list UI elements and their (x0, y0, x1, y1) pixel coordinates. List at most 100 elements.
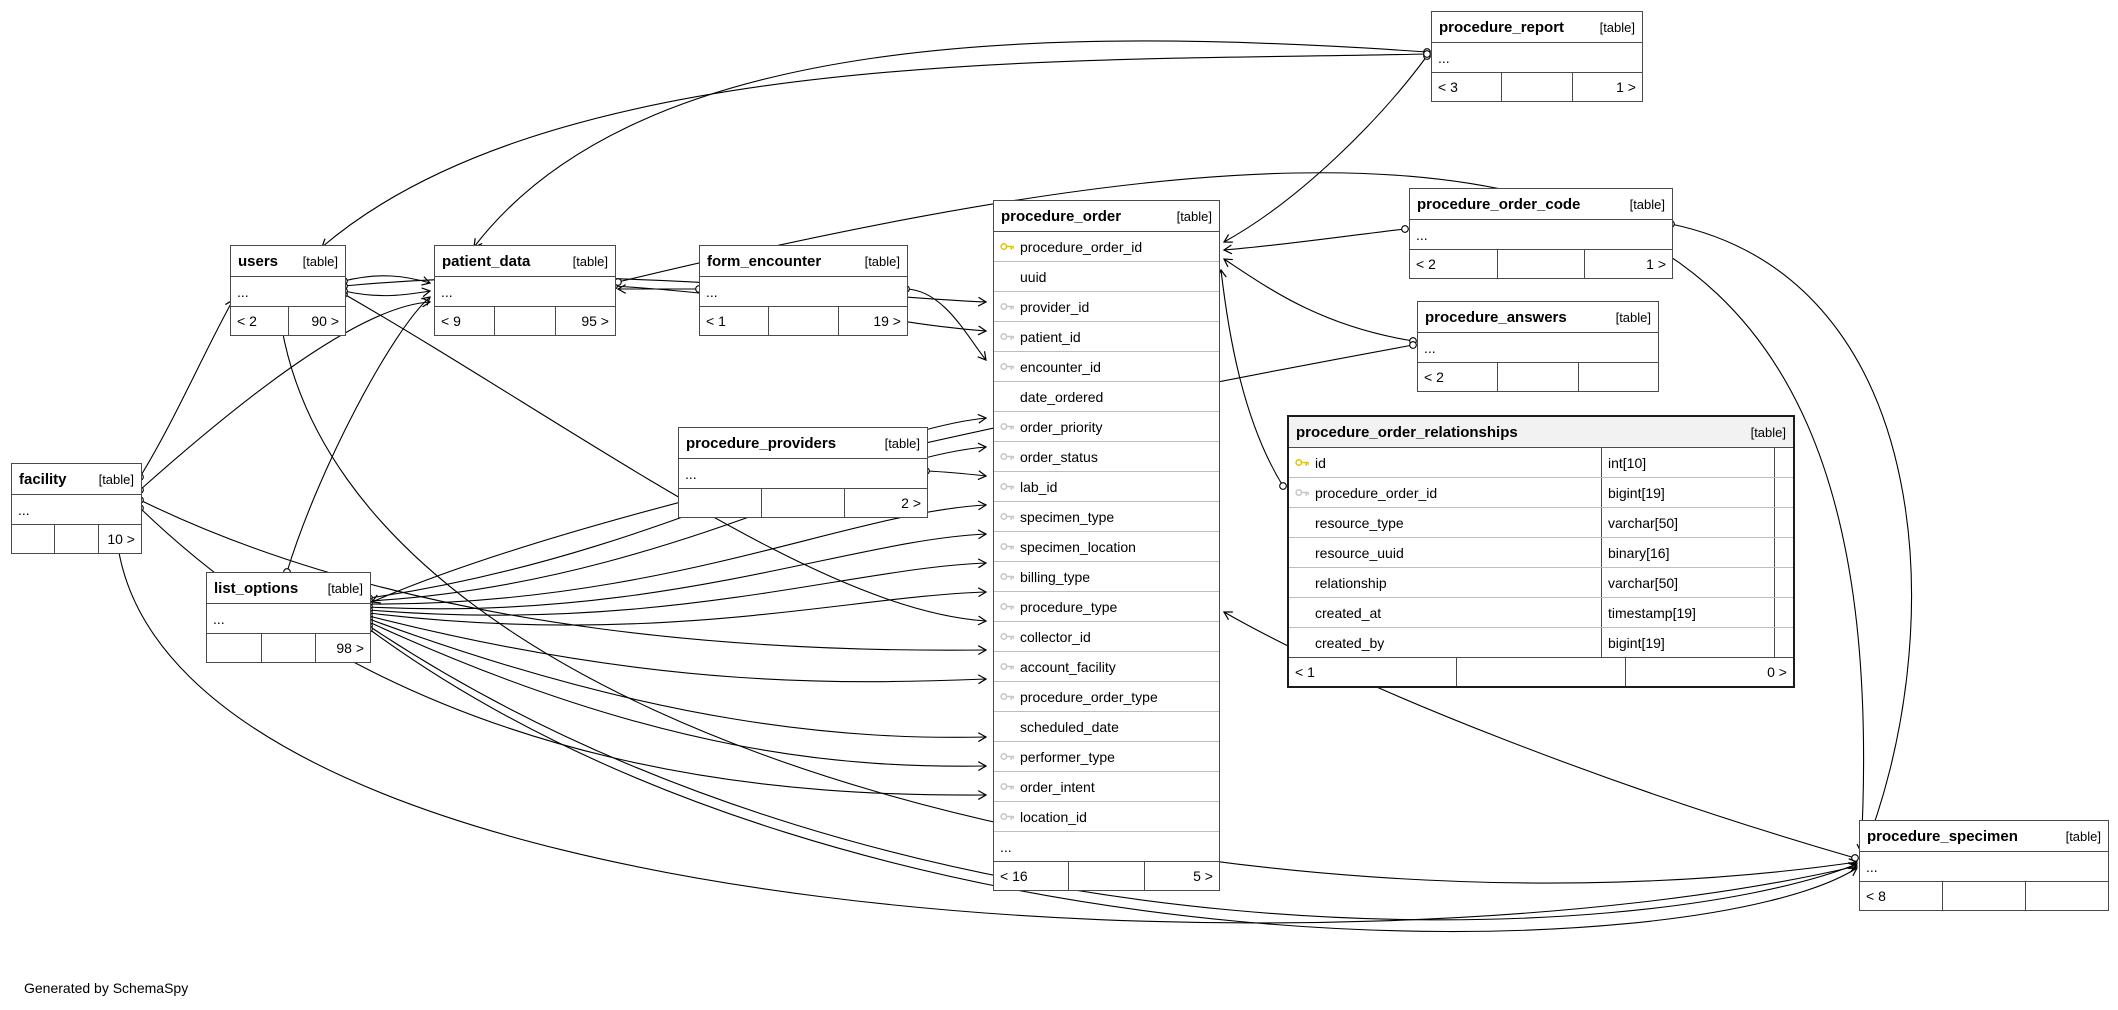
table-name: patient_data (442, 252, 531, 270)
foreign-key-icon (1000, 333, 1015, 340)
table-header[interactable]: procedure_answers[table] (1418, 302, 1658, 333)
table-header[interactable]: procedure_report[table] (1432, 12, 1642, 43)
table-header[interactable]: procedure_order_code[table] (1410, 189, 1672, 220)
foreign-key-icon (1000, 633, 1015, 640)
column-end-cell (1774, 538, 1793, 567)
table-header[interactable]: procedure_order[table] (994, 201, 1219, 232)
table-header[interactable]: form_encounter[table] (700, 246, 907, 277)
table-procedure_order[interactable]: procedure_order[table]procedure_order_id… (993, 200, 1220, 891)
column-row[interactable]: ... (231, 277, 345, 306)
table-header[interactable]: procedure_providers[table] (679, 428, 927, 459)
column-row[interactable]: order_status (994, 442, 1219, 472)
column-row[interactable]: ... (1410, 220, 1672, 249)
column-row[interactable]: ... (1432, 43, 1642, 72)
column-name: procedure_type (1020, 598, 1118, 615)
column-end-cell (1774, 508, 1793, 537)
column-row[interactable]: specimen_location (994, 532, 1219, 562)
foreign-key-icon (1000, 663, 1015, 670)
foreign-key-icon (1000, 363, 1015, 370)
table-header[interactable]: list_options[table] (207, 573, 370, 604)
footer-cell: 1 > (1616, 79, 1636, 95)
column-name: id (1315, 454, 1326, 471)
column-row[interactable]: procedure_type (994, 592, 1219, 622)
column-row[interactable]: ... (994, 832, 1219, 861)
table-header[interactable]: procedure_order_relationships[table] (1289, 417, 1793, 448)
table-procedure_specimen[interactable]: procedure_specimen[table]...< 8 (1859, 820, 2109, 911)
column-row[interactable]: procedure_order_id bigint[19] (1289, 478, 1793, 508)
footer-cell (679, 489, 762, 517)
column-row[interactable]: procedure_order_id (994, 232, 1219, 262)
column-row[interactable]: order_priority (994, 412, 1219, 442)
column-name: order_priority (1020, 418, 1103, 435)
table-name: procedure_report (1439, 18, 1565, 36)
column-row[interactable]: date_ordered (994, 382, 1219, 412)
foreign-key-icon (1000, 543, 1015, 550)
column-name: order_intent (1020, 778, 1095, 795)
table-header[interactable]: users[table] (231, 246, 345, 277)
column-row[interactable]: ... (207, 604, 370, 633)
column-row[interactable]: ... (1418, 333, 1658, 362)
column-row[interactable]: ... (12, 495, 141, 524)
column-row[interactable]: scheduled_date (994, 712, 1219, 742)
table-name: facility (19, 470, 67, 488)
column-row[interactable]: collector_id (994, 622, 1219, 652)
column-row[interactable]: provider_id (994, 292, 1219, 322)
column-row[interactable]: ... (435, 277, 615, 306)
footer-cell: 10 > (107, 531, 135, 547)
column-name: procedure_order_type (1020, 688, 1158, 705)
column-name: procedure_order_id (1315, 484, 1438, 501)
column-row[interactable]: uuid (994, 262, 1219, 292)
table-header[interactable]: patient_data[table] (435, 246, 615, 277)
column-row[interactable]: billing_type (994, 562, 1219, 592)
table-type-tag: [table] (2065, 828, 2101, 844)
table-name: form_encounter (707, 252, 822, 270)
column-row[interactable]: ... (700, 277, 907, 306)
footer-cell: 95 > (581, 313, 609, 329)
table-name: procedure_order_code (1417, 195, 1581, 213)
footer-cell (55, 525, 99, 553)
column-row[interactable]: specimen_type (994, 502, 1219, 532)
column-row[interactable]: ... (1860, 852, 2108, 881)
column-row[interactable]: location_id (994, 802, 1219, 832)
table-facility[interactable]: facility[table]... 10 > (11, 463, 142, 554)
table-header[interactable]: procedure_specimen[table] (1860, 821, 2108, 852)
column-row[interactable]: account_facility (994, 652, 1219, 682)
table-procedure_providers[interactable]: procedure_providers[table]...2 > (678, 427, 928, 518)
table-type-tag: [table] (1750, 424, 1786, 440)
table-list_options[interactable]: list_options[table]...98 > (206, 572, 371, 663)
column-row[interactable]: performer_type (994, 742, 1219, 772)
column-name: billing_type (1020, 568, 1091, 585)
column-name: collector_id (1020, 628, 1091, 645)
column-row[interactable]: lab_id (994, 472, 1219, 502)
table-name: list_options (214, 579, 299, 597)
column-end-cell (1774, 448, 1793, 477)
footer-cell (2026, 882, 2108, 910)
column-name: ... (1000, 838, 1012, 855)
column-type: bigint[19] (1601, 478, 1774, 507)
column-row[interactable]: procedure_order_type (994, 682, 1219, 712)
column-row[interactable]: encounter_id (994, 352, 1219, 382)
column-row[interactable]: patient_id (994, 322, 1219, 352)
table-header[interactable]: facility[table] (12, 464, 141, 495)
column-name: ... (685, 465, 697, 482)
column-row[interactable]: order_intent (994, 772, 1219, 802)
footer-cell: 0 > (1767, 664, 1787, 680)
table-name: procedure_order (1001, 207, 1122, 225)
column-row[interactable]: ... (679, 459, 927, 488)
table-procedure_answers[interactable]: procedure_answers[table]...< 2 (1417, 301, 1659, 392)
